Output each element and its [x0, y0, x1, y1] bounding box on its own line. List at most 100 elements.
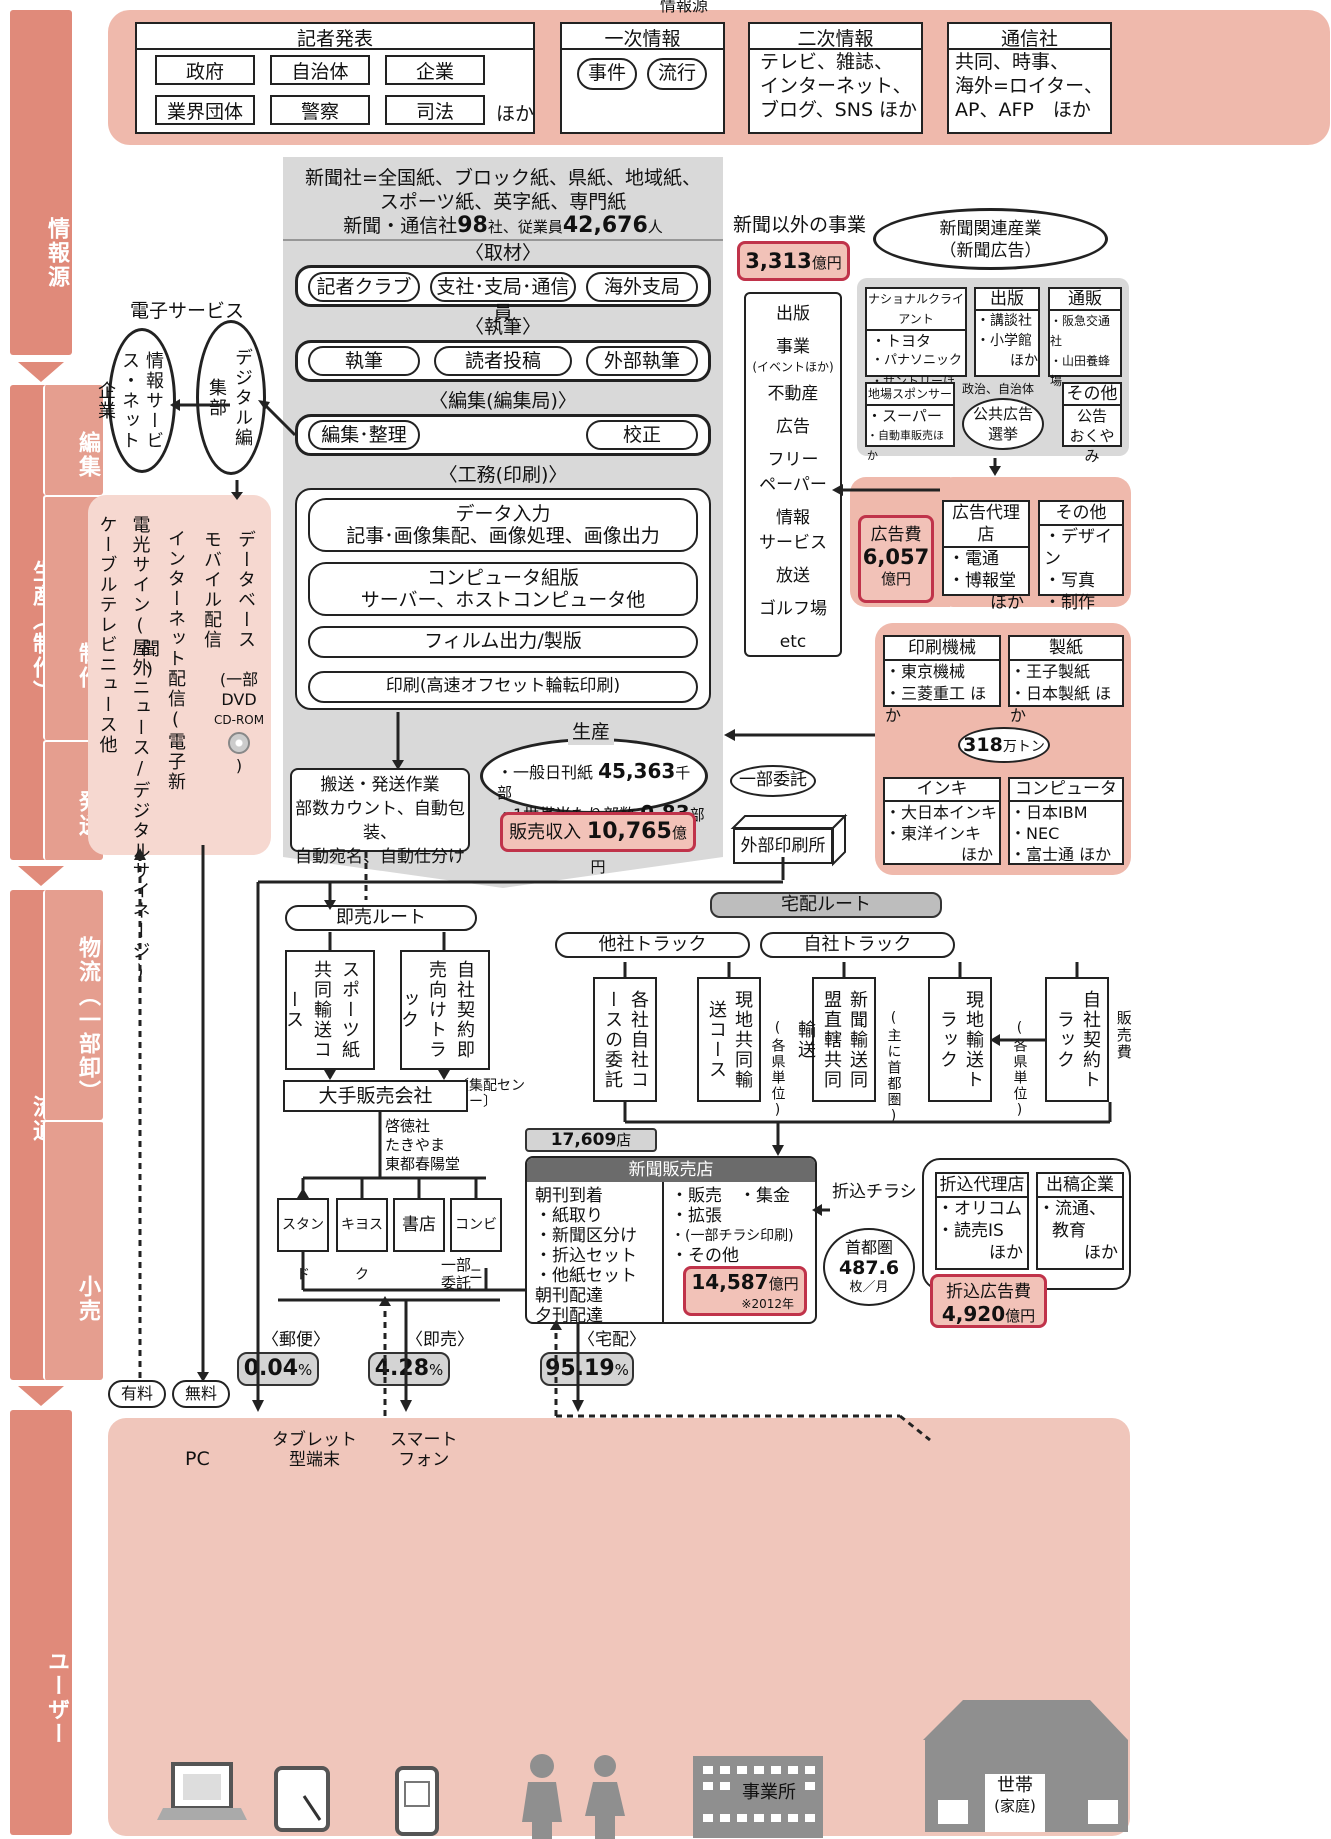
kisha-item: 政府 [155, 55, 255, 85]
section-koumu: 〈工務(印刷)〉 [438, 464, 568, 486]
jisha-truck: 自社トラック [760, 932, 955, 958]
user-smart-label: スマートフォン [390, 1430, 458, 1470]
center-header: 新聞社=全国紙、ブロック紙、県紙、地域紙、スポーツ紙、英字紙、専門紙 新聞・通信… [305, 167, 701, 238]
kisha-item: 企業 [385, 55, 485, 85]
seishi-box: 製紙・王子製紙・日本製紙 ほか [1008, 635, 1124, 725]
other-biz-value: 3,313億円 [737, 241, 850, 281]
user-pc-label: PC [185, 1448, 210, 1470]
user-tablet-label: タブレット型端末 [272, 1430, 357, 1470]
note-kakken2: (各県単位) [1011, 1020, 1028, 1120]
house-label: 世帯(家庭) [994, 1775, 1036, 1816]
band-user: ユーザー [10, 1410, 72, 1835]
info-source-title: 情報源 [660, 0, 709, 15]
band-kouri: 小売 [43, 1120, 103, 1380]
retail-ichibu-itaku: 一部委託 [440, 1256, 471, 1292]
step-kumihan: コンピュータ組版サーバー、ホストコンピュータ他 [308, 562, 698, 616]
shippitsu-item: 読者投稿 [434, 346, 572, 376]
disc-icon [228, 732, 251, 754]
digital-item-database: データベース [235, 530, 256, 650]
oote-names: 啓徳社たきやま東都春陽堂 [385, 1117, 461, 1173]
yubin-share: 0.04% [237, 1352, 319, 1386]
digital-item-sign: 電光サイン(屋外ニュース/デジタルサイネージ) [129, 515, 151, 984]
tasha-truck: 他社トラック [555, 932, 750, 958]
hanbaihi: 販売費 [1114, 1010, 1133, 1061]
paper-volume: 318万トン [958, 727, 1050, 763]
truck-genchi: 現地輸送トラック [928, 977, 992, 1102]
orikomi-chirashi: 折込チラシ [832, 1182, 917, 1202]
step-film: フィルム出力/製版 [308, 626, 698, 658]
sokubai-truck: 自社契約即売向けトラック [398, 950, 490, 1070]
digital-item-cable: ケーブルテレビニュース他 [96, 515, 118, 755]
truck-genchi-kyodo: 現地共同輸送コース [697, 977, 761, 1102]
inki-box: インキ・大日本インキ・東洋インキほか [883, 777, 1001, 865]
laptop-icon [157, 1762, 247, 1820]
ellipse-digital-henshu: デジタル編集部 [196, 320, 266, 475]
sokubai-label: 〈即売〉 [406, 1330, 474, 1350]
step-print: 印刷(高速オフセット輪転印刷) [308, 671, 698, 703]
section-shippitsu: 〈執筆〉 [464, 316, 541, 338]
tsushin-box: 通信社 共同、時事、海外=ロイター、AP、AFP ほか [947, 22, 1112, 134]
retail-shoten: 書店 [393, 1198, 445, 1252]
hanbaiten-box: 新聞販売店 朝刊到着・紙取り・新聞区分け・折込セット・他紙セット朝刊配達夕刊配達… [525, 1156, 817, 1324]
house-icon [923, 1700, 1128, 1832]
sonota-client: その他公告おくやみ [1062, 382, 1122, 465]
hanbaiten-income: 14,587億円※2012年 [683, 1266, 807, 1316]
shukko-kigyou: 出稿企業・流通、教育ほか [1036, 1172, 1124, 1270]
smartphone-icon [395, 1766, 439, 1836]
other-biz-title: 新聞以外の事業 [733, 214, 867, 236]
digital-panel [88, 495, 271, 855]
truck-itaku: 各社自社コースの委託 [593, 977, 657, 1102]
seiji-ellipse: 公共広告選挙 [962, 398, 1044, 450]
tablet-icon [274, 1766, 330, 1832]
retail-kiosk: キヨスク [336, 1198, 388, 1283]
ichibu-itaku: 一部委託 [730, 765, 816, 797]
shuzai-item: 海外支局 [586, 272, 698, 302]
shuppan-client: 出版・講談社・小学館ほか [974, 287, 1040, 377]
kisha-item: 司法 [385, 95, 485, 125]
office-label: 事業所 [738, 1782, 800, 1805]
hansou-box: 搬送・発送作業部数カウント、自動包装、自動宛名、自動仕分け [290, 768, 470, 867]
sports-course: スポーツ紙共同輸送コース [283, 950, 375, 1070]
computer-box: コンピュータ・日本IBM・NEC・富士通 ほか [1008, 777, 1124, 865]
ichiji-item: 事件 [577, 58, 637, 90]
ad-ellipse: 新聞関連産業（新聞広告） [873, 208, 1108, 270]
national-client: ナショナルクライアント・トヨタ・パナソニック・サントリーほか [865, 287, 967, 408]
muryo-label: 無料 [172, 1380, 230, 1408]
kisha-item: 自治体 [270, 55, 370, 85]
shop-count: 17,609店 [525, 1128, 657, 1152]
digital-title: 電子サービス [130, 300, 245, 322]
section-henshu: 〈編集(編集局)〉 [429, 390, 577, 412]
shippitsu-item: 外部執筆 [586, 346, 698, 376]
band-butsuryu: 物流（一部卸） [43, 890, 103, 1120]
step-data-input: データ入力記事･画像集配、画像処理、画像出力 [308, 498, 698, 552]
hanbai-income: 販売収入 10,765億円 [500, 812, 696, 876]
seiji-title: 政治、自治体 [962, 382, 1035, 396]
ichiji-item: 流行 [647, 58, 707, 90]
note-shutoken: (主に首都圏) [885, 1010, 902, 1126]
takuhai-label: 〈宅配〉 [578, 1330, 646, 1350]
kisha-hoka: ほか [496, 103, 535, 125]
note-kakken1: (各県単位) [769, 1020, 786, 1120]
henshu-item: 編集･整理 [308, 420, 420, 450]
yuryo-label: 有料 [108, 1380, 166, 1408]
truck-jisha-keiyaku: 自社契約トラック [1045, 977, 1109, 1102]
retail-stand: スタンド [277, 1198, 329, 1283]
shuzai-item: 記者クラブ [308, 272, 420, 302]
yubin-label: 〈郵便〉 [262, 1330, 330, 1350]
niji-box: 二次情報 テレビ、雑誌、インターネット、ブログ、SNS ほか [748, 22, 923, 134]
digital-item-internet: インターネット配信(電子新聞) [139, 528, 186, 792]
band-henshu: 編集 [43, 385, 103, 495]
ad-agency: 広告代理店・電通・博報堂ほか [942, 500, 1030, 613]
tsuhan-client: 通販・阪急交通社・山田養蜂場ほか [1048, 287, 1122, 408]
kikai-box: 印刷機械・東京機械・三菱重工 ほか [883, 635, 1001, 725]
truck-yusou-doumei: 新聞輸送同盟直轄共同輸送 [795, 977, 876, 1102]
takuhai-route: 宅配ルート [710, 892, 942, 918]
